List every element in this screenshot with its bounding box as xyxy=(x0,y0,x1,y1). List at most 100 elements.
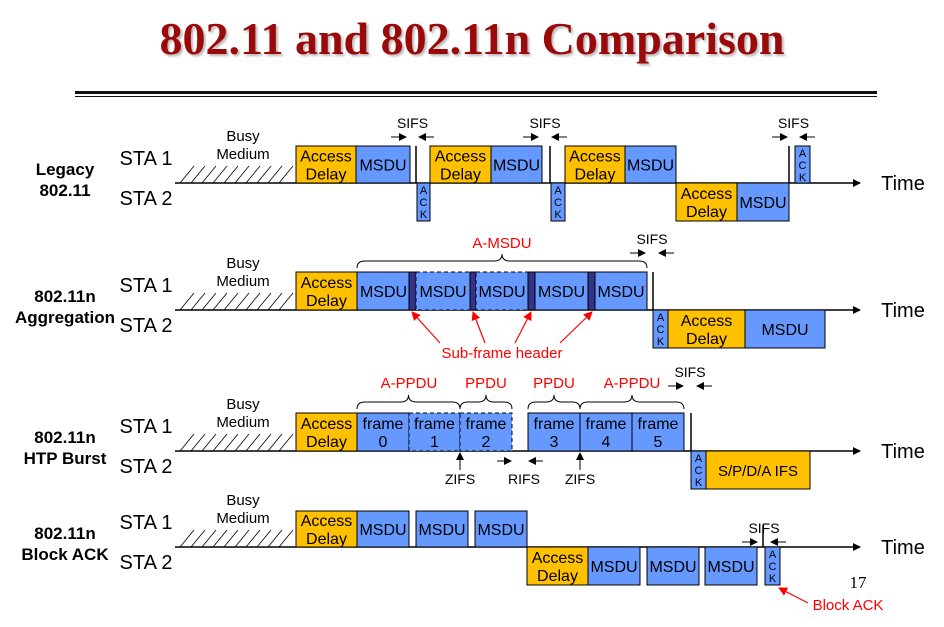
subframe-header xyxy=(587,271,596,311)
busy-hatch xyxy=(245,529,261,548)
sta1-label: STA 1 xyxy=(120,148,173,170)
busy-hatch xyxy=(212,529,228,548)
subframe-header xyxy=(469,271,477,311)
sta2-label: STA 2 xyxy=(120,552,173,574)
busy-hatch xyxy=(278,292,294,311)
msdu-block xyxy=(474,510,528,548)
msdu-label: MSDU xyxy=(590,559,637,576)
access-delay-label: Delay xyxy=(537,568,578,585)
row-name: 802.11n xyxy=(34,428,95,447)
access-delay-label: Delay xyxy=(306,167,347,184)
busy-medium-label: Busy xyxy=(226,396,260,413)
msdu-block xyxy=(646,546,700,586)
busy-hatch xyxy=(245,433,261,452)
busy-hatch xyxy=(234,292,250,311)
msdu-block xyxy=(744,309,826,349)
ppdu-label: PPDU xyxy=(533,375,575,392)
ppdu-brace xyxy=(459,394,513,410)
access-delay-label: Delay xyxy=(686,331,727,348)
access-delay-label: Access xyxy=(301,275,353,292)
ack-letter: K xyxy=(657,336,665,348)
busy-hatch xyxy=(190,165,206,184)
ack-block xyxy=(764,546,781,586)
spda-ifs-label: S/P/D/A IFS xyxy=(718,463,798,480)
row-name: Block ACK xyxy=(21,545,109,564)
ack-block xyxy=(794,145,811,184)
ack-letter: C xyxy=(420,197,428,209)
row-name: Aggregation xyxy=(15,308,115,327)
busy-hatch xyxy=(179,433,195,452)
msdu-label: MSDU xyxy=(627,158,674,175)
busy-hatch xyxy=(245,165,261,184)
busy-medium-label: Busy xyxy=(226,492,260,509)
busy-hatch xyxy=(267,165,283,184)
msdu-block xyxy=(587,546,641,586)
spda-ifs-block xyxy=(705,450,811,490)
msdu-block xyxy=(704,546,758,586)
msdu-block xyxy=(490,145,543,184)
ack-letter: A xyxy=(695,453,703,465)
a-ppdu-label: A-PPDU xyxy=(604,375,661,392)
msdu-block xyxy=(415,271,471,311)
access-delay-label: Delay xyxy=(306,531,347,548)
access-delay-block xyxy=(295,145,357,184)
msdu-block xyxy=(356,510,410,548)
msdu-label: MSDU xyxy=(649,559,696,576)
ppdu-brace xyxy=(527,394,581,410)
msdu-block xyxy=(415,510,469,548)
access-delay-block xyxy=(429,145,492,184)
subframe-header xyxy=(527,271,536,311)
access-delay-label: Delay xyxy=(440,167,481,184)
busy-hatch xyxy=(245,292,261,311)
busy-hatch xyxy=(212,165,228,184)
busy-hatch xyxy=(256,433,272,452)
busy-hatch xyxy=(278,165,294,184)
time-label: Time xyxy=(881,537,925,559)
frame-label: frame xyxy=(534,416,575,433)
sifs-label: SIFS xyxy=(529,115,560,131)
busy-hatch xyxy=(234,433,250,452)
a-msdu-brace xyxy=(356,253,648,269)
row-name: 802.11 xyxy=(39,181,90,200)
busy-hatch xyxy=(179,165,195,184)
a-msdu-label: A-MSDU xyxy=(472,235,531,252)
time-label: Time xyxy=(881,441,925,463)
msdu-block xyxy=(534,271,589,311)
ack-letter: A xyxy=(554,185,562,197)
title-divider xyxy=(75,91,877,94)
subframe-pointer-arrow xyxy=(514,311,532,344)
access-delay-block xyxy=(667,309,746,349)
frame-number: 5 xyxy=(654,434,663,451)
ack-letter: C xyxy=(799,160,807,172)
access-delay-label: Delay xyxy=(575,167,616,184)
sifs-label: SIFS xyxy=(778,115,809,131)
busy-hatch xyxy=(267,292,283,311)
sta1-label: STA 1 xyxy=(120,416,173,438)
busy-hatch xyxy=(190,433,206,452)
frame-label: frame xyxy=(414,416,455,433)
busy-hatch xyxy=(179,292,195,311)
access-delay-label: Access xyxy=(681,313,733,330)
msdu-label: MSDU xyxy=(360,284,407,301)
row-name: HTP Burst xyxy=(24,449,107,468)
ack-letter: A xyxy=(420,185,428,197)
ack-letter: K xyxy=(799,172,807,184)
msdu-label: MSDU xyxy=(493,158,540,175)
subframe-pointer-arrow xyxy=(471,311,486,344)
subframe-header xyxy=(408,271,417,311)
msdu-label: MSDU xyxy=(739,195,786,212)
msdu-block xyxy=(736,182,790,222)
sifs-label: SIFS xyxy=(674,364,705,380)
access-delay-label: Access xyxy=(300,149,352,166)
block-ack-label: Block ACK xyxy=(813,597,884,614)
rifs-label: RIFS xyxy=(508,471,540,487)
access-delay-label: Access xyxy=(435,149,487,166)
busy-medium-label: Medium xyxy=(216,273,269,290)
sta1-label: STA 1 xyxy=(120,512,173,534)
a-ppdu-brace xyxy=(356,394,461,410)
access-delay-label: Access xyxy=(301,513,353,530)
ack-block xyxy=(550,182,566,222)
msdu-label: MSDU xyxy=(419,284,466,301)
frame-number: 1 xyxy=(430,434,439,451)
